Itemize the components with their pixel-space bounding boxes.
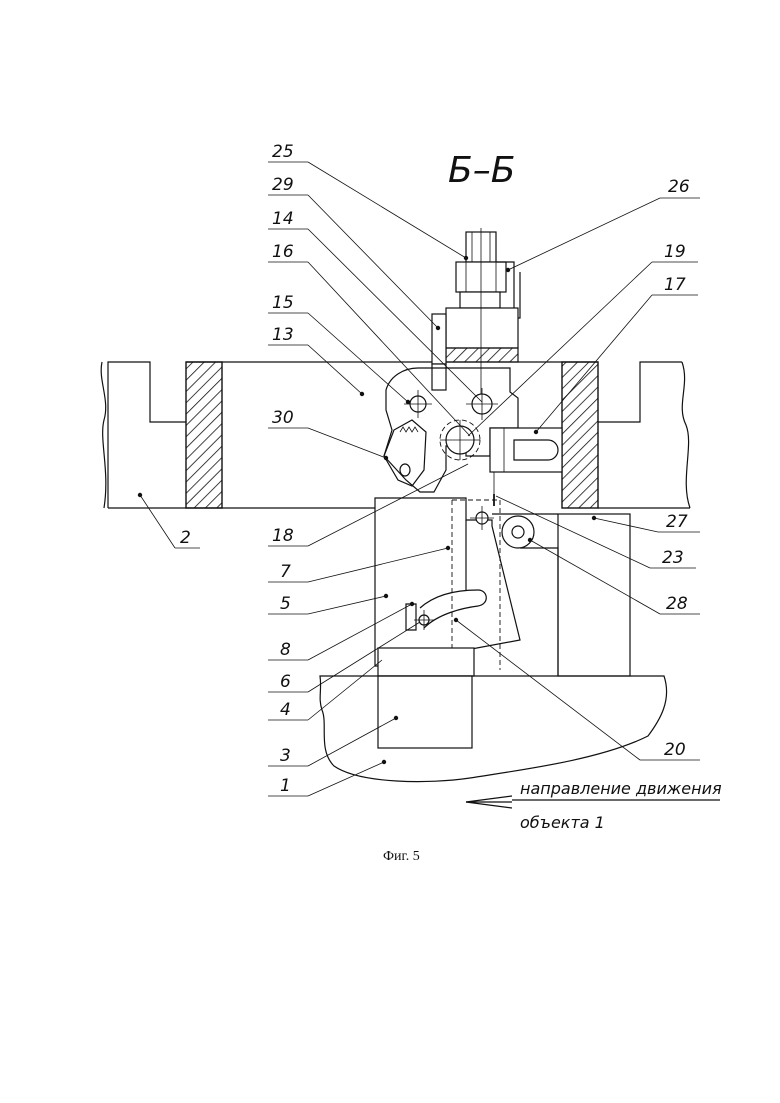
label-27: 27 bbox=[666, 512, 688, 532]
label-2: 2 bbox=[180, 528, 191, 548]
label-30: 30 bbox=[272, 408, 294, 428]
label-18: 18 bbox=[272, 526, 294, 546]
bolt-assembly bbox=[432, 228, 520, 408]
right-column-hatched bbox=[562, 362, 598, 508]
label-8: 8 bbox=[280, 640, 291, 660]
left-column-hatched bbox=[186, 362, 222, 508]
label-20: 20 bbox=[664, 740, 686, 760]
label-5: 5 bbox=[280, 594, 291, 614]
figure-caption: Фиг. 5 bbox=[383, 849, 420, 864]
label-1: 1 bbox=[280, 776, 291, 796]
label-14: 14 bbox=[272, 209, 294, 229]
label-26: 26 bbox=[668, 177, 690, 197]
section-title: Б–Б bbox=[448, 150, 515, 191]
label-15: 15 bbox=[272, 293, 294, 313]
label-17: 17 bbox=[664, 275, 686, 295]
label-7: 7 bbox=[280, 562, 291, 582]
label-28: 28 bbox=[666, 594, 688, 614]
label-4: 4 bbox=[280, 700, 291, 720]
label-3: 3 bbox=[280, 746, 291, 766]
label-23: 23 bbox=[662, 548, 684, 568]
label-19: 19 bbox=[664, 242, 686, 262]
label-29: 29 bbox=[272, 175, 294, 195]
label-13: 13 bbox=[272, 325, 294, 345]
label-16: 16 bbox=[272, 242, 294, 262]
frame-2 bbox=[101, 362, 690, 508]
leader-dots bbox=[138, 256, 596, 764]
bracket-17 bbox=[490, 428, 562, 506]
direction-text-line2: объекта 1 bbox=[520, 813, 605, 832]
direction-text-line1: направление движения bbox=[520, 779, 722, 798]
label-6: 6 bbox=[280, 672, 291, 692]
label-25: 25 bbox=[272, 142, 294, 162]
